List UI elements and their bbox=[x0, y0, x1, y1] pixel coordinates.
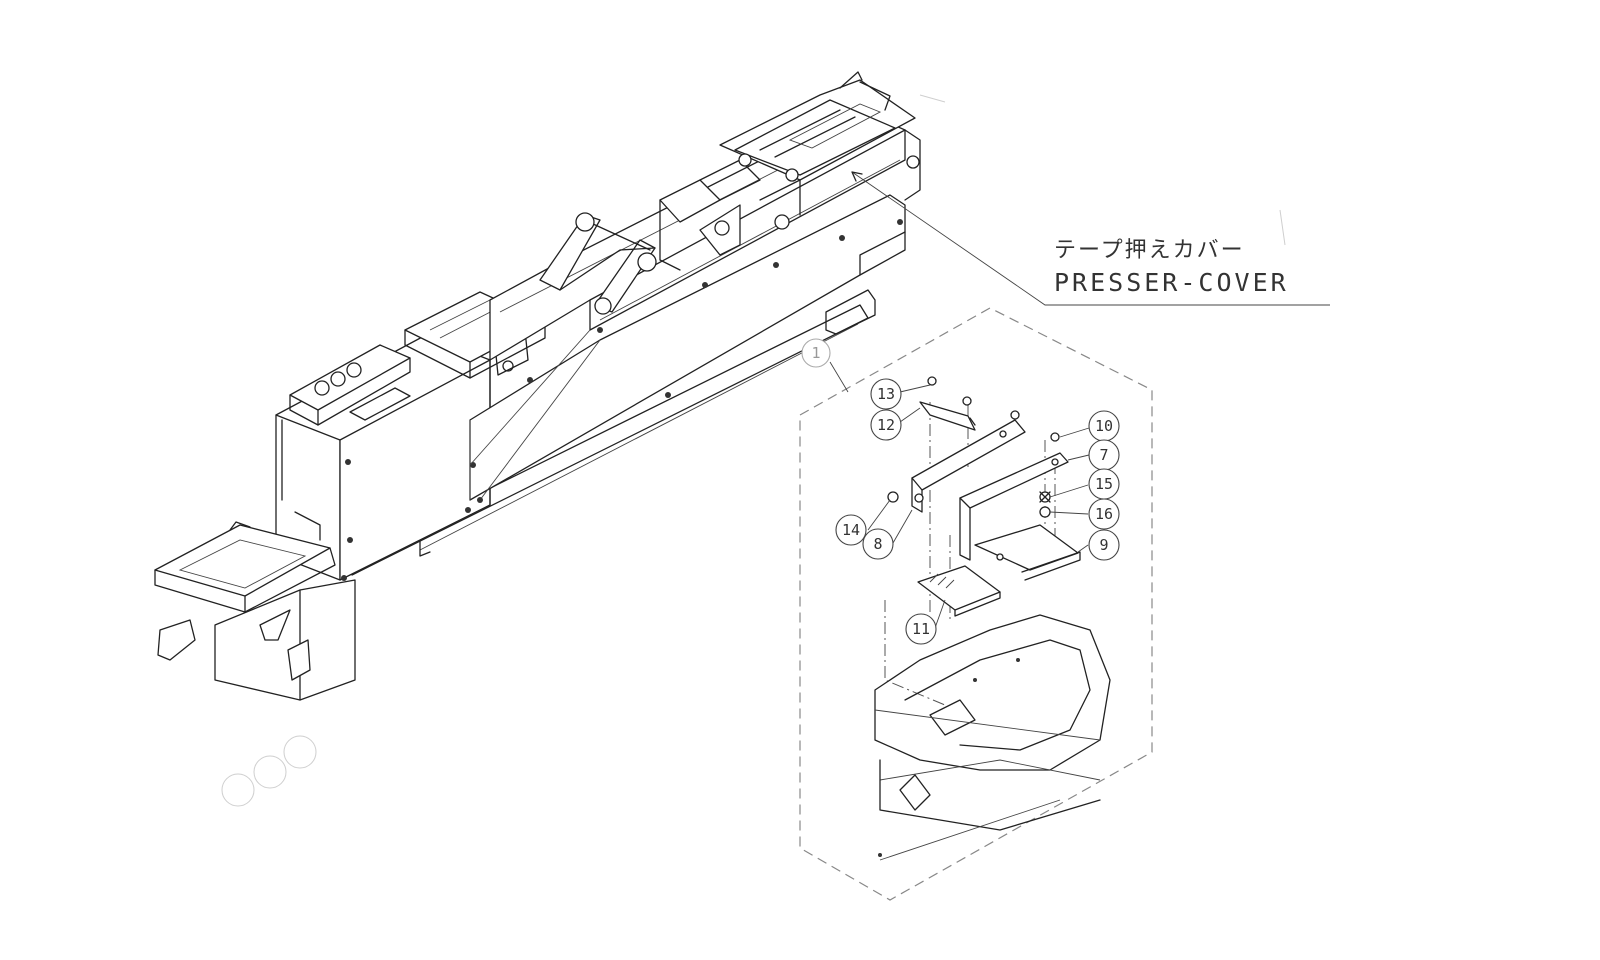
presser-cover-label: テープ押えカバー PRESSER-COVER bbox=[1054, 238, 1289, 297]
callout-13: 13 bbox=[870, 378, 902, 410]
svg-text:15: 15 bbox=[1095, 475, 1113, 493]
callout-7: 7 bbox=[1088, 439, 1120, 471]
callout-12: 12 bbox=[870, 409, 902, 441]
exploded-detail-view: 1 13 12 10 7 15 16 9 bbox=[799, 307, 1153, 901]
svg-text:16: 16 bbox=[1095, 505, 1113, 523]
svg-text:14: 14 bbox=[842, 521, 860, 539]
svg-text:10: 10 bbox=[1095, 417, 1113, 435]
svg-text:1: 1 bbox=[811, 344, 820, 362]
callout-14: 14 bbox=[835, 514, 867, 546]
callout-16: 16 bbox=[1088, 498, 1120, 530]
callout-15: 15 bbox=[1088, 468, 1120, 500]
callout-10: 10 bbox=[1088, 410, 1120, 442]
callout-9: 9 bbox=[1088, 529, 1120, 561]
callout-8: 8 bbox=[862, 528, 894, 560]
svg-text:11: 11 bbox=[912, 620, 930, 638]
callout-1: 1 bbox=[801, 338, 831, 368]
svg-text:13: 13 bbox=[877, 385, 895, 403]
label-english: PRESSER-COVER bbox=[1054, 268, 1289, 297]
feeder-assembly-drawing bbox=[154, 71, 1330, 807]
svg-text:8: 8 bbox=[873, 535, 882, 553]
svg-text:12: 12 bbox=[877, 416, 895, 434]
svg-text:7: 7 bbox=[1099, 446, 1108, 464]
svg-text:9: 9 bbox=[1099, 536, 1108, 554]
label-japanese: テープ押えカバー bbox=[1054, 238, 1245, 263]
callout-11: 11 bbox=[905, 613, 937, 645]
